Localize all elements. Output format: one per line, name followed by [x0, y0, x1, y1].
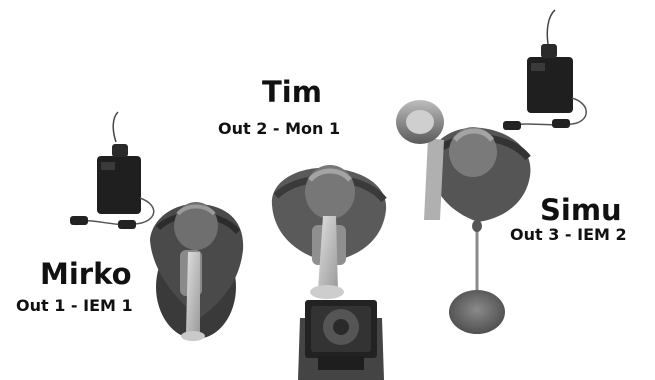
earphone-right-a	[503, 121, 521, 130]
floor-wedge-monitor	[298, 300, 384, 380]
microphone-head	[472, 220, 482, 232]
earphone-left-b	[118, 220, 136, 229]
iem-bodypack-right	[503, 10, 586, 130]
performer-mirko-figure	[150, 202, 243, 341]
performer-mirko-routing: Out 1 - IEM 1	[16, 298, 133, 314]
antenna-right	[547, 10, 555, 44]
stand-base	[449, 290, 505, 334]
earphone-left-a	[70, 216, 88, 225]
performer-simu-routing: Out 3 - IEM 2	[510, 227, 627, 243]
performer-tim-name: Tim	[262, 78, 322, 107]
performer-tim-figure	[272, 165, 386, 299]
microphone-stand	[449, 220, 505, 334]
trumpet-mirko	[186, 252, 200, 334]
iem-bodypack-left	[70, 112, 154, 229]
earphone-right-b	[552, 119, 570, 128]
performer-mirko-name: Mirko	[40, 260, 132, 289]
antenna-left	[113, 112, 118, 142]
trombone-slide-simu	[424, 138, 444, 220]
performer-simu-name: Simu	[540, 196, 622, 225]
performer-simu-figure	[396, 100, 530, 222]
performer-tim-routing: Out 2 - Mon 1	[218, 121, 340, 137]
